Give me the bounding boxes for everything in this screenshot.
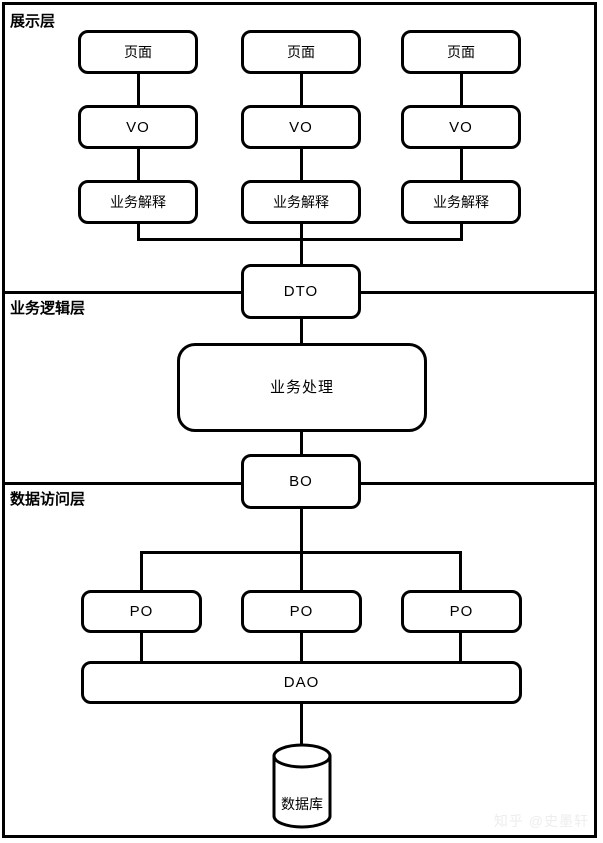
connector-vo1-interpret1 [137,148,140,182]
node-page-3[interactable]: 页面 [401,30,521,74]
connector-po3-dao [459,632,462,663]
node-page-1-label: 页面 [124,44,152,60]
node-po-3[interactable]: PO [401,590,522,633]
node-vo-2[interactable]: VO [241,105,361,149]
node-dto-label: DTO [283,283,319,300]
node-po-3-label: PO [449,603,474,620]
connector-vo2-interpret2 [300,148,303,182]
node-po-2-label: PO [289,603,314,620]
connector-vo3-interpret3 [460,148,463,182]
node-business-interpret-3[interactable]: 业务解释 [401,180,521,224]
connector-branch-po2 [300,551,303,592]
connector-branch-po1 [140,551,143,592]
node-po-1-label: PO [129,603,154,620]
connector-branch-po3 [459,551,462,592]
node-po-2[interactable]: PO [241,590,362,633]
node-vo-1-label: VO [126,118,150,136]
layer-label-data-access: 数据访问层 [10,491,86,508]
database-cylinder-icon [272,743,332,829]
diagram-outer-border [2,2,597,838]
connector-bus-dto [300,238,303,266]
node-bo[interactable]: BO [241,454,361,509]
node-database-label: 数据库 [281,796,323,812]
connector-page2-vo2 [300,73,303,107]
layer-label-presentation: 展示层 [10,13,56,30]
node-bo-label: BO [289,473,313,490]
node-po-1[interactable]: PO [81,590,202,633]
connector-interpret3-bus [460,223,463,240]
connector-process-bo [300,431,303,457]
node-page-1[interactable]: 页面 [78,30,198,74]
connector-interpret2-bus [300,223,303,240]
node-business-process[interactable]: 业务处理 [177,343,427,432]
node-business-process-label: 业务处理 [269,379,334,396]
node-business-interpret-3-label: 业务解释 [433,194,489,210]
connector-page3-vo3 [460,73,463,107]
node-page-3-label: 页面 [447,44,475,60]
node-vo-1[interactable]: VO [78,105,198,149]
node-business-interpret-1-label: 业务解释 [110,194,166,210]
connector-interpret1-bus [137,223,140,240]
node-dao[interactable]: DAO [81,661,522,704]
layer-label-business-logic: 业务逻辑层 [10,300,86,317]
node-page-2-label: 页面 [287,44,315,60]
node-business-interpret-2[interactable]: 业务解释 [241,180,361,224]
connector-dto-process [300,318,303,346]
node-vo-2-label: VO [289,118,313,136]
connector-po1-dao [140,632,143,663]
connector-bo-branch [300,508,303,553]
node-database[interactable]: 数据库 [271,742,333,830]
node-business-interpret-2-label: 业务解释 [273,194,329,210]
node-business-interpret-1[interactable]: 业务解释 [78,180,198,224]
node-dao-label: DAO [283,674,320,691]
watermark-text: 知乎 @史墨轩 [493,813,589,829]
connector-dao-database [300,703,303,750]
node-vo-3[interactable]: VO [401,105,521,149]
node-vo-3-label: VO [449,118,473,136]
node-dto[interactable]: DTO [241,264,361,319]
connector-po2-dao [300,632,303,663]
node-page-2[interactable]: 页面 [241,30,361,74]
connector-page1-vo1 [137,73,140,107]
